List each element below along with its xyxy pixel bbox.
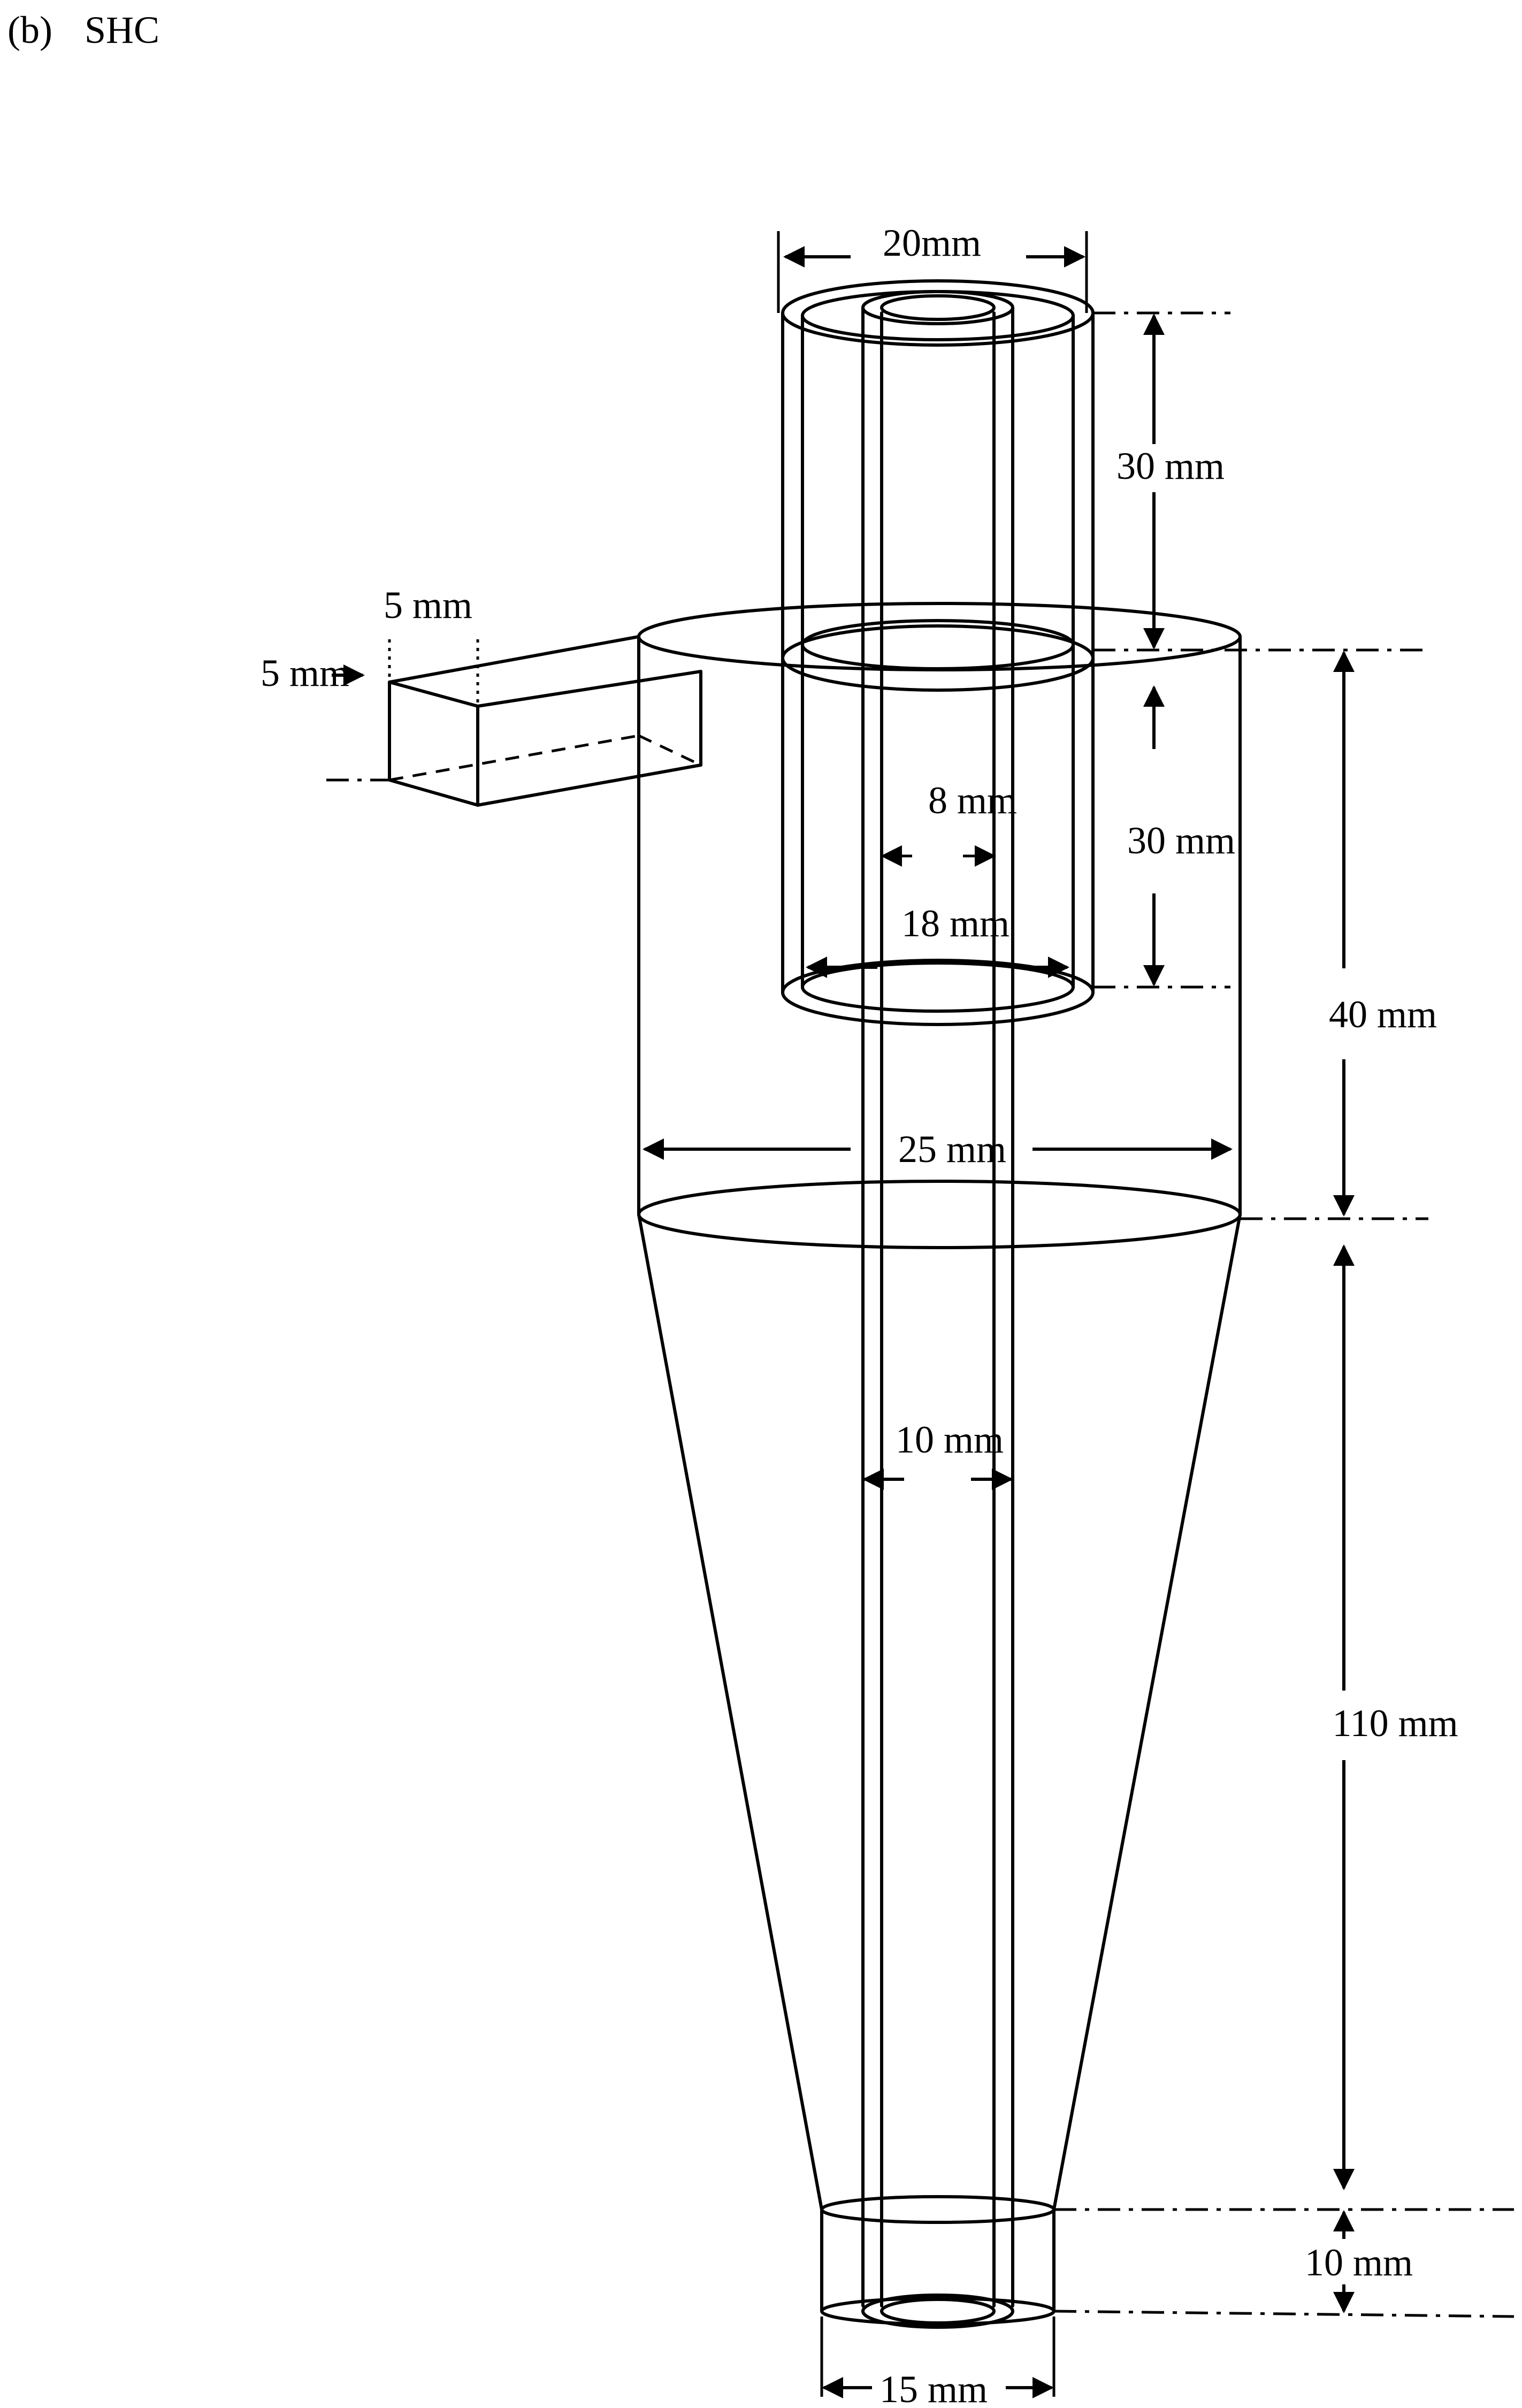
cylinder-top-ellipse (637, 602, 1242, 671)
apex-bottom-ellipse (820, 2297, 1056, 2326)
label-vf-bottom-diameter: 18 mm (901, 902, 1009, 945)
vortex-finder-mid-outer (781, 624, 1095, 692)
label-apex-height: 10 mm (1305, 2241, 1413, 2284)
label-vf-inner-diameter: 8 mm (928, 779, 1017, 822)
apex-section (820, 2195, 1056, 2326)
label-cylinder-diameter: 25 mm (898, 1128, 1006, 1171)
inlet-front-face (388, 681, 479, 807)
label-cone-height: 110 mm (1332, 1702, 1458, 1745)
label-vf-top-height: 30 mm (1116, 445, 1225, 487)
vortex-finder-top-inner (801, 290, 1075, 341)
label-apex-diameter: 15 mm (879, 2368, 988, 2408)
ext-apex-bottom (1053, 2310, 1515, 2318)
label-vf-insertion-depth: 30 mm (1127, 819, 1235, 862)
apex-top-ellipse (820, 2195, 1056, 2224)
label-vf-outer-diameter: 20mm (883, 221, 981, 264)
cone-right-wall (1052, 1213, 1242, 2211)
vortex-finder-mid-inner (801, 619, 1075, 670)
dimension-labels: 20mm 30 mm 5 mm 5 mm 8 mm 30 mm 18 mm 40… (261, 221, 1458, 2408)
inlet-bottom-hidden-side (638, 734, 702, 767)
inlet-duct (326, 635, 702, 807)
central-tube-bottom-inner (880, 2298, 996, 2325)
dimension-arrows (332, 246, 1355, 2398)
inlet-top-near (388, 635, 640, 684)
inlet-bottom-far (476, 763, 702, 807)
inlet-bottom-hidden (389, 734, 639, 782)
vortex-finder-bottom-outer (781, 959, 1095, 1026)
label-inlet-height: 5 mm (261, 652, 349, 694)
label-central-tube-diameter: 10 mm (896, 1418, 1004, 1461)
inlet-top-far (476, 670, 702, 708)
label-inlet-width: 5 mm (384, 584, 472, 626)
figure-name: SHC (85, 9, 159, 51)
central-tube-top-inner (880, 294, 996, 321)
vortex-finder-bottom-inner (801, 961, 1075, 1013)
label-cylinder-height: 40 mm (1329, 993, 1437, 1036)
cone-left-wall (637, 1213, 823, 2211)
figure-label: (b) (7, 9, 52, 51)
central-tube-bottom-outer (861, 2294, 1014, 2329)
figure-title: (b) SHC (7, 9, 159, 51)
cylinder-bottom-ellipse (637, 1180, 1242, 1249)
central-tube (861, 290, 1014, 2329)
cone-body (637, 1213, 1242, 2211)
